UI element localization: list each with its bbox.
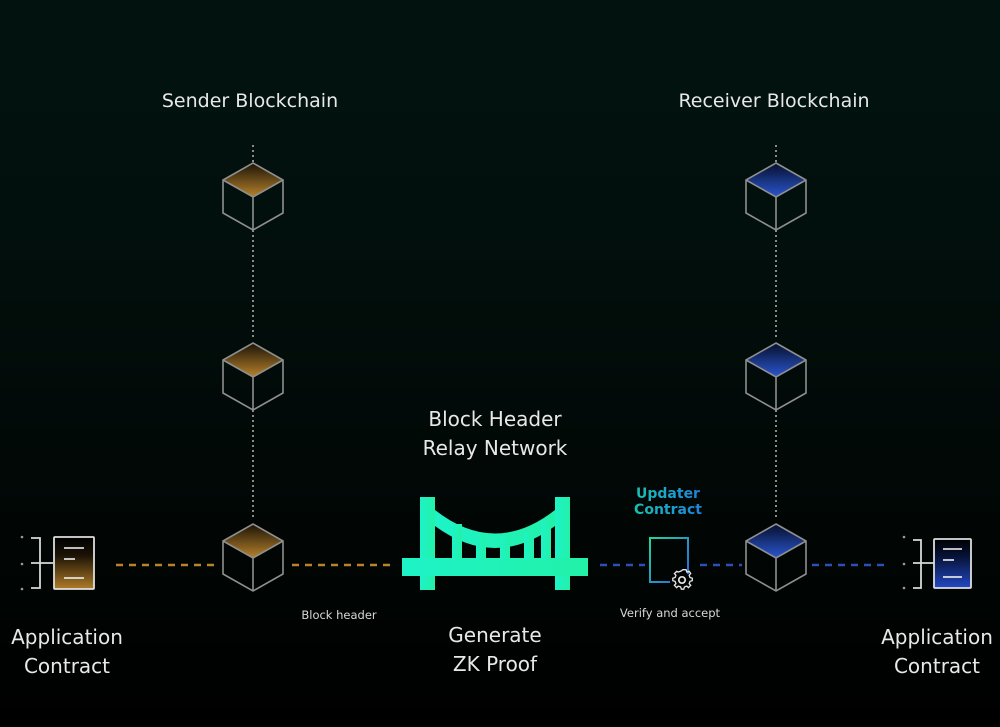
zk-proof-label: Generate ZK Proof — [420, 621, 570, 679]
sender-app-line2: Contract — [23, 654, 111, 678]
sender-blockchain-title: Sender Blockchain — [161, 90, 339, 112]
receiver-blockchain-title: Receiver Blockchain — [678, 90, 870, 112]
bridge-icon[interactable] — [402, 497, 588, 590]
block-header-label: Block header — [301, 608, 377, 622]
receiver-app-line2: Contract — [893, 654, 981, 678]
updater-contract-label: Updater Contract — [606, 486, 730, 518]
receiver-app-contract-label: Application Contract — [868, 623, 1000, 681]
relay-network-title: Block Header Relay Network — [395, 405, 595, 463]
gear-icon — [672, 569, 693, 590]
sender-app-contract-label: Application Contract — [0, 623, 134, 681]
updater-line2: Contract — [634, 502, 702, 518]
receiver-app-contract-icon[interactable] — [902, 535, 972, 590]
updater-contract-icon[interactable] — [649, 537, 689, 583]
updater-line1: Updater — [636, 486, 700, 502]
relay-title-line1: Block Header — [428, 407, 562, 431]
sender-block-2[interactable] — [222, 342, 284, 411]
relay-title-line2: Relay Network — [422, 436, 568, 460]
receiver-block-3[interactable] — [745, 523, 807, 592]
sender-block-1[interactable] — [222, 162, 284, 231]
receiver-app-line1: Application — [881, 625, 993, 649]
zk-proof-line2: ZK Proof — [452, 652, 538, 676]
receiver-block-2[interactable] — [745, 342, 807, 411]
sender-app-line1: Application — [11, 625, 123, 649]
sender-app-contract-icon[interactable] — [20, 535, 95, 591]
receiver-block-1[interactable] — [745, 162, 807, 231]
zk-proof-line1: Generate — [448, 623, 542, 647]
sender-block-3[interactable] — [222, 523, 284, 592]
verify-accept-label: Verify and accept — [619, 606, 721, 620]
